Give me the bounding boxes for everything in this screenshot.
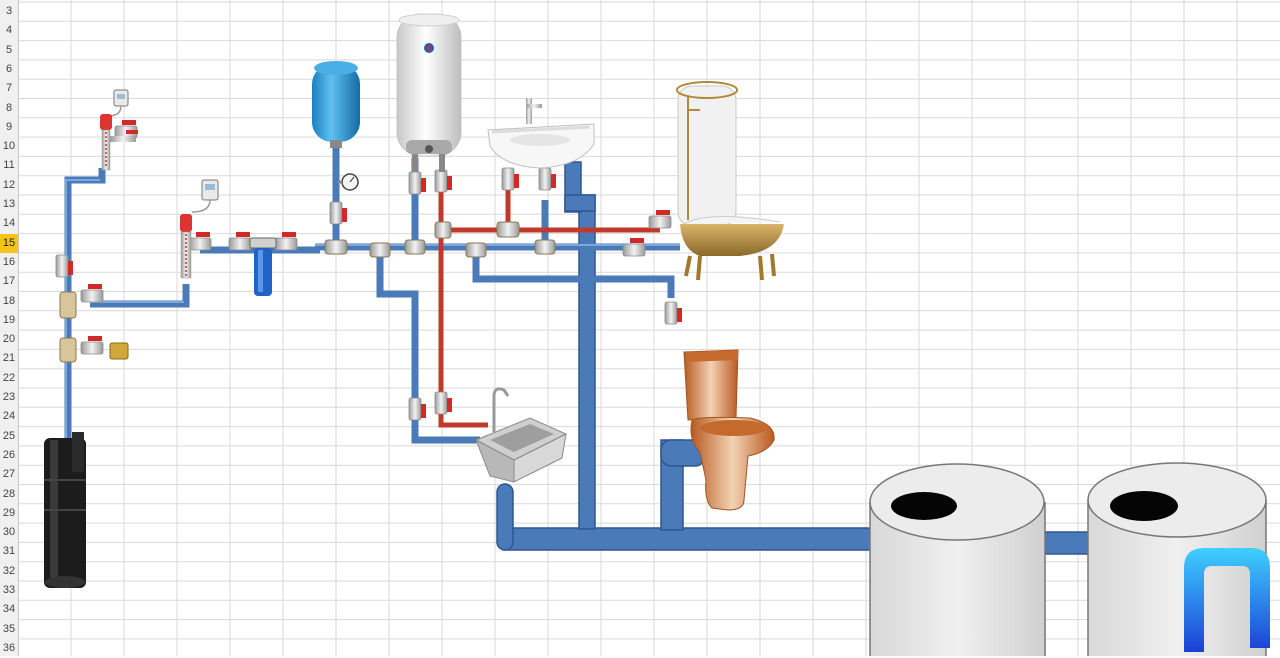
ball-valve-icon xyxy=(329,201,347,225)
row-header[interactable]: 18 xyxy=(2,294,16,307)
row-header[interactable]: 23 xyxy=(2,391,16,403)
row-header[interactable]: 8 xyxy=(5,101,13,114)
row-header[interactable]: 26 xyxy=(2,448,16,461)
ball-valve-icon xyxy=(80,284,104,303)
row-header[interactable]: 16 xyxy=(2,255,16,268)
row-header[interactable]: 20 xyxy=(2,333,16,346)
row-header[interactable]: 30 xyxy=(2,526,16,539)
hose-connector-icon xyxy=(109,342,129,360)
row-header[interactable]: 25 xyxy=(2,429,16,442)
row-header[interactable]: 29 xyxy=(2,506,16,519)
kitchen-sink-icon xyxy=(474,387,568,483)
row-header[interactable]: 17 xyxy=(2,275,16,288)
row-header[interactable]: 31 xyxy=(2,545,16,558)
row-header[interactable]: 27 xyxy=(2,468,16,481)
row-header[interactable]: 34 xyxy=(2,603,16,616)
row-header[interactable]: 6 xyxy=(5,62,13,75)
row-header[interactable]: 28 xyxy=(2,487,16,500)
septic-tank-icon xyxy=(1087,462,1267,656)
row-header[interactable]: 32 xyxy=(2,564,16,577)
ball-valve-icon xyxy=(664,301,682,325)
ball-valve-icon xyxy=(434,169,452,193)
ball-valve-icon xyxy=(274,232,298,251)
ball-valve-icon xyxy=(80,336,104,355)
ball-valve-icon xyxy=(188,232,212,251)
toilet-icon xyxy=(683,349,775,511)
row-header[interactable]: 4 xyxy=(5,24,13,37)
row-header[interactable]: 12 xyxy=(2,178,16,191)
row-header[interactable]: 33 xyxy=(2,584,16,596)
ball-valve-icon xyxy=(538,167,556,191)
ball-valve-icon xyxy=(228,232,252,251)
row-header[interactable]: 22 xyxy=(2,371,16,384)
pressure-switch-icon xyxy=(180,179,219,279)
ball-valve-icon xyxy=(648,210,672,229)
row-header[interactable]: 19 xyxy=(2,313,16,326)
hot-water-pipes xyxy=(438,180,660,428)
pressure-gauge-icon xyxy=(338,173,359,191)
expansion-tank-icon xyxy=(312,61,360,148)
row-header[interactable]: 21 xyxy=(2,352,16,365)
row-header[interactable]: 35 xyxy=(2,622,16,635)
row-header[interactable]: 7 xyxy=(5,82,13,95)
septic-tank-icon xyxy=(869,463,1046,656)
pipe-fittings xyxy=(59,221,556,363)
ball-valve-icon xyxy=(408,397,426,421)
water-filter-icon xyxy=(249,237,277,296)
ball-valve-icon xyxy=(114,120,138,139)
row-header[interactable]: 24 xyxy=(2,410,16,423)
row-header[interactable]: 3 xyxy=(5,5,13,17)
row-header[interactable]: 9 xyxy=(5,120,13,133)
row-header[interactable]: 11 xyxy=(3,159,15,172)
row-header[interactable]: 36 xyxy=(2,641,16,654)
submersible-pump-icon xyxy=(44,432,86,588)
row-header[interactable]: 5 xyxy=(5,43,13,56)
washbasin-icon xyxy=(487,98,595,169)
bathtub-icon xyxy=(676,81,784,281)
water-heater-icon xyxy=(396,13,462,172)
ball-valve-icon xyxy=(501,167,519,191)
ball-valve-icon xyxy=(55,254,73,278)
row-header[interactable]: 14 xyxy=(2,217,16,230)
ball-valve-icon xyxy=(622,238,646,257)
row-header[interactable]: 10 xyxy=(2,140,16,153)
ball-valve-icon xyxy=(434,391,452,415)
logo-icon xyxy=(1184,548,1270,652)
row-header[interactable]: 15 xyxy=(0,233,18,253)
pressure-switch-icon xyxy=(100,89,138,171)
row-header[interactable]: 13 xyxy=(2,198,16,210)
ball-valve-icon xyxy=(408,171,426,195)
